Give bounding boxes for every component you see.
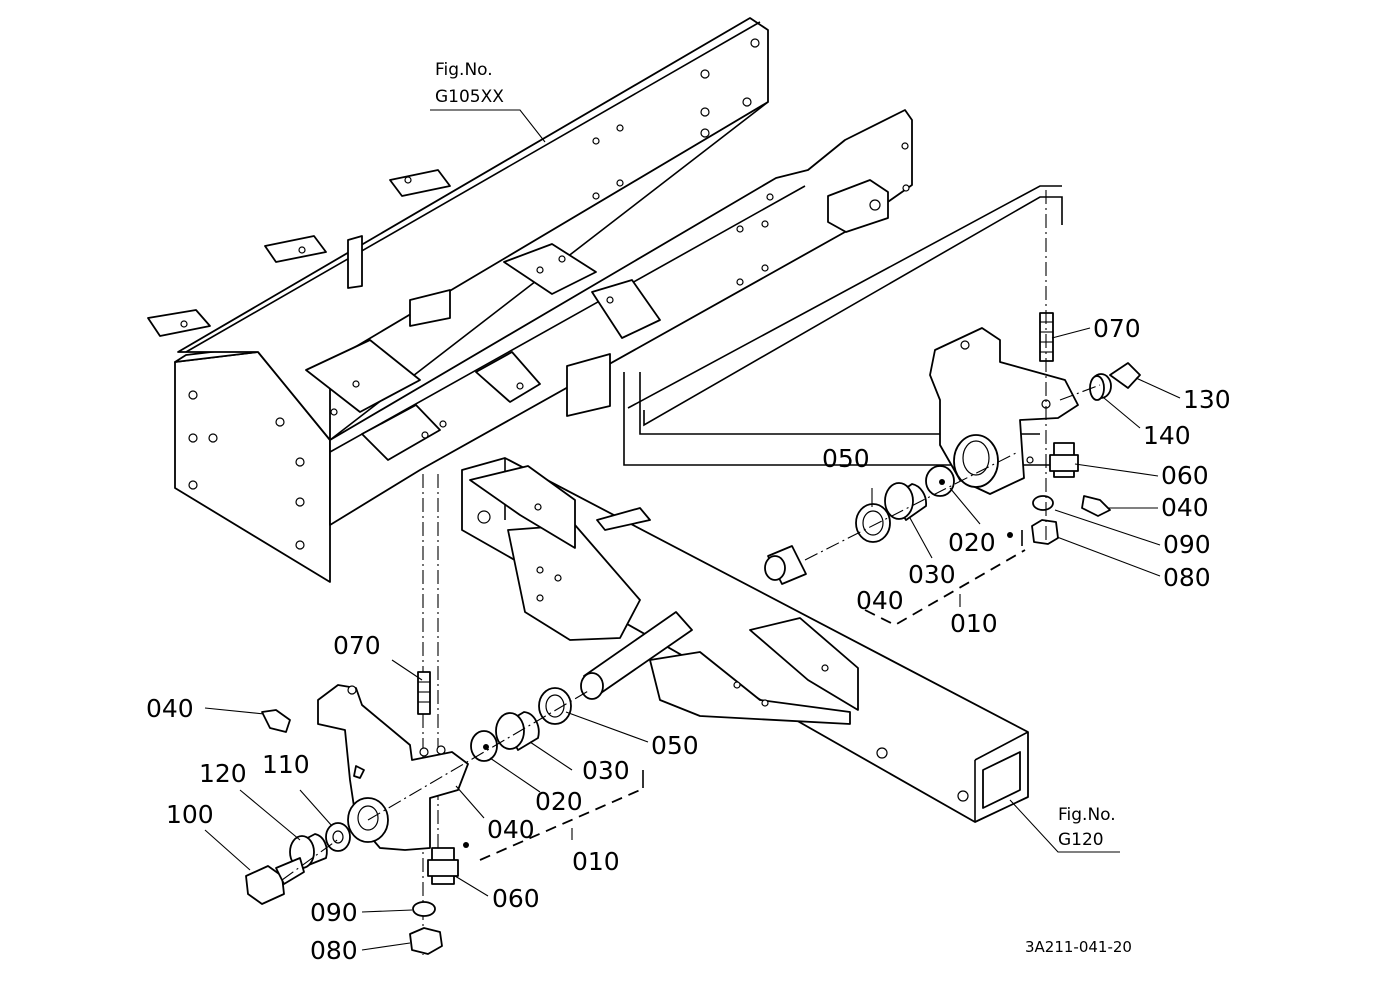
grease-nipple-040-left [261,709,291,733]
nut-080-right [1031,519,1059,545]
bolt-100 [245,865,285,905]
callout-090-left: 090 [310,898,358,927]
washer-090-left [412,901,436,917]
figref-frame-line2: G105XX [435,87,504,107]
front-support-group [245,474,644,955]
callout-020-right: 020 [948,528,996,557]
callout-110: 110 [262,750,310,779]
callout-140: 140 [1143,421,1191,450]
callout-100: 100 [166,800,214,829]
callout-090-right: 090 [1163,530,1211,559]
leader-lines [204,109,1181,951]
figref-axle-line1: Fig.No. [1058,805,1116,825]
callout-060-left: 060 [492,884,540,913]
diagram-code: 3A211-041-20 [1025,938,1132,956]
callout-030-right: 030 [908,560,956,589]
callout-030-left: 030 [582,756,630,785]
washer-090-right [1032,495,1054,511]
callout-040b-left: 040 [487,815,535,844]
callout-010-left: 010 [572,847,620,876]
callout-120: 120 [199,759,247,788]
callout-040b-right: 040 [856,586,904,615]
front-axle-beam [461,457,1029,823]
figref-frame-line1: Fig.No. [435,60,493,80]
callout-130: 130 [1183,385,1231,414]
callouts-right: 070 130 140 050 060 040 020 090 030 080 … [822,314,1231,638]
left-side-rail [177,17,769,441]
figref-axle-line2: G120 [1058,830,1104,850]
nut-080-left [409,927,443,955]
callouts-left: 070 040 050 120 110 030 020 100 040 010 … [146,631,699,965]
callout-050-left: 050 [651,731,699,760]
callout-010-right: 010 [950,609,998,638]
grease-nipple-040-right [1081,495,1111,517]
rail-block [827,179,889,233]
callout-080-right: 080 [1163,563,1211,592]
callout-040-left: 040 [146,694,194,723]
frame-assembly [147,17,913,583]
callout-020-left: 020 [535,787,583,816]
callout-070-right: 070 [1093,314,1141,343]
bolt-130 [1109,362,1141,389]
callout-050-right: 050 [822,444,870,473]
callout-070-left: 070 [333,631,381,660]
callout-080-left: 080 [310,936,358,965]
figure-references: Fig.No. G105XX Fig.No. G120 [435,60,1116,850]
callout-060-right: 060 [1161,461,1209,490]
rear-support-group [623,185,1141,627]
callout-040-right: 040 [1161,493,1209,522]
washer-140 [1089,375,1105,401]
